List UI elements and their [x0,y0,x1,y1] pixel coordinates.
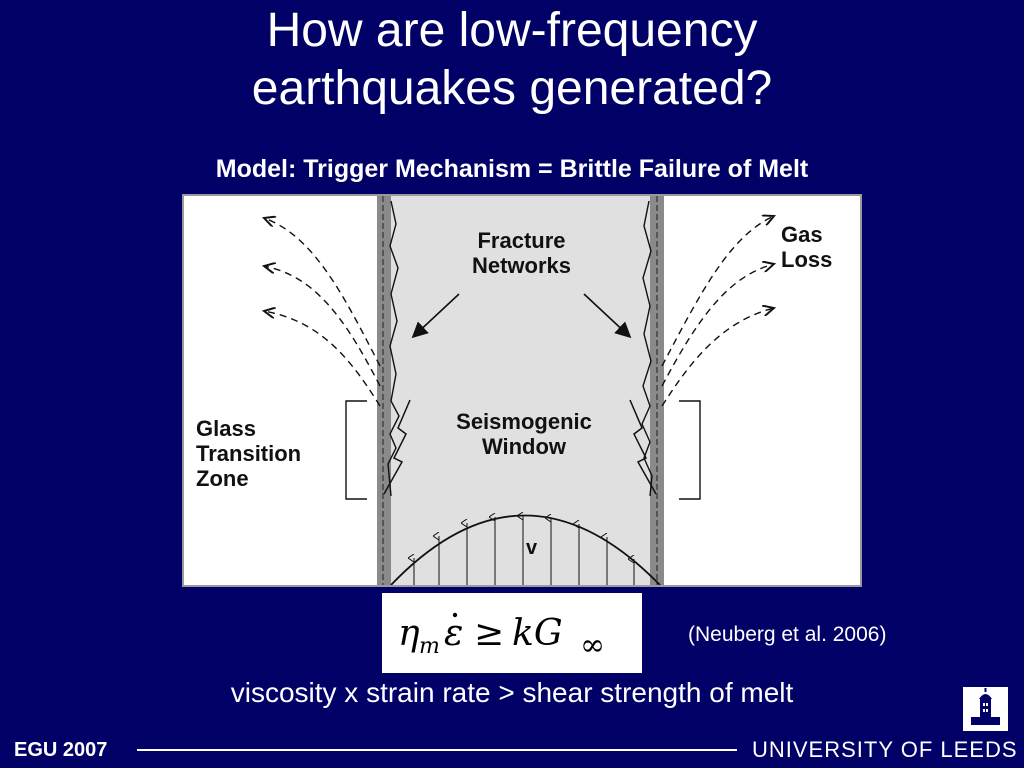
seismic-crack-left [383,399,411,495]
slide-title: How are low-frequency earthquakes genera… [0,2,1024,118]
footer-conference: EGU 2007 [14,739,108,761]
conduit-diagram-graphic [184,196,860,585]
label-gas-loss: Gas Loss [781,222,833,272]
pointer-arrow-right [583,293,632,339]
svg-text:∞: ∞ [580,628,605,663]
bracket-left [345,400,367,500]
label-fracture-networks: Fracture Networks [471,228,572,278]
velocity-arrows [414,516,635,585]
gas-loss-arrows-right [661,216,774,407]
citation: (Neuberg et al. 2006) [688,623,887,646]
equation-formula: η m ε ≥ kG ∞ [398,612,605,663]
gas-loss-arrows-left [264,218,381,407]
footer-divider [137,749,737,751]
svg-text:η: η [398,613,420,654]
label-seismogenic-window: Seismogenic Window [456,409,592,459]
title-line-1: How are low-frequency [266,4,758,57]
equation-caption: viscosity x strain rate > shear strength… [230,677,794,708]
equation-box: η m ε ≥ kG ∞ [382,593,642,673]
conduit-diagram: Fracture Networks Gas Loss Glass Transit… [182,194,862,587]
seismic-crack-right [629,399,657,495]
fracture-left [387,200,400,497]
leeds-logo-icon [963,687,1008,731]
svg-text:≥: ≥ [474,613,504,654]
label-glass-transition-zone: Glass Transition Zone [196,416,302,491]
bracket-right [679,400,701,500]
footer-university: UNIVERSITY OF LEEDS [752,737,1018,762]
svg-text:m: m [419,634,440,659]
title-line-2: earthquakes generated? [251,62,773,115]
slide-subtitle: Model: Trigger Mechanism = Brittle Failu… [215,155,809,183]
conduit-interior [389,196,659,585]
pointer-arrow-left [411,293,460,339]
velocity-profile [390,514,661,585]
label-velocity: v [526,537,538,559]
svg-text:kG: kG [512,613,563,654]
conduit-wall-left [377,196,391,585]
svg-text:ε: ε [444,613,463,654]
